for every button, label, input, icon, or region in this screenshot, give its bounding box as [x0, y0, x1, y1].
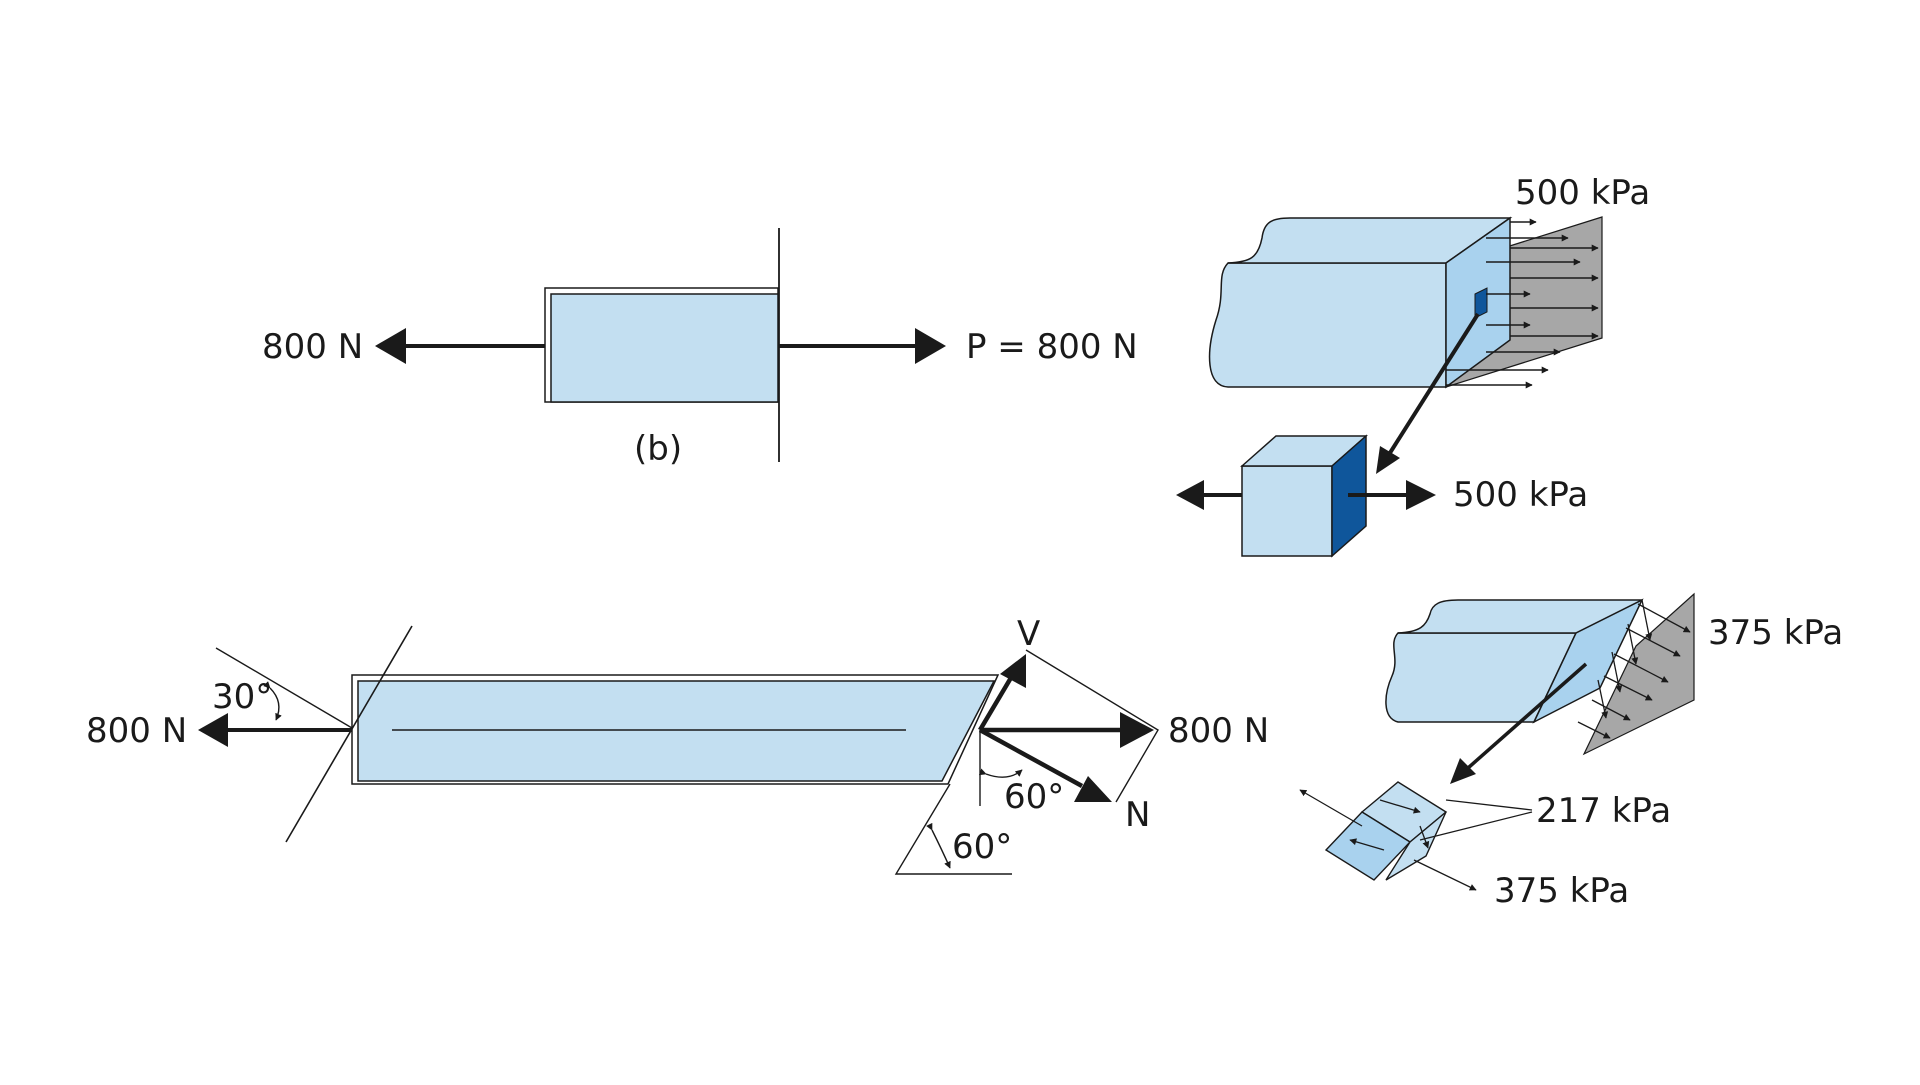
- inclined-bar-top: [1397, 599, 1643, 634]
- cut-angle-label: 30°: [212, 677, 272, 717]
- left-force-arrow-bottom: [198, 713, 352, 747]
- resultant-force-arrow: [980, 712, 1154, 748]
- left-force-arrow: [375, 328, 545, 364]
- inclined-cut-panel: 800 N 30° 800 N V N 60° 60°: [86, 614, 1269, 875]
- inclined-stress-arrows: [1577, 599, 1691, 739]
- element-pointer-arrow: [1376, 312, 1480, 474]
- angle-arc-60-plane: [926, 822, 951, 869]
- figure-caption: (b): [634, 429, 682, 469]
- angle-arc-60-force: [978, 768, 1023, 778]
- element-stress-label: 500 kPa: [1453, 475, 1588, 515]
- bar-top-face: [1227, 217, 1513, 264]
- bar-body: [550, 293, 779, 403]
- inclined-bar-front: [1385, 632, 1578, 723]
- left-force-label-bottom: 800 N: [86, 711, 187, 751]
- force-angle-label: 60°: [1004, 777, 1064, 817]
- angle-arc-30: [263, 681, 282, 721]
- rotated-element-stress-arrows: [1299, 789, 1477, 891]
- left-cut-plane: [285, 625, 413, 843]
- inclined-element-pointer: [1450, 662, 1588, 784]
- normal-force-arrow: [978, 728, 1112, 802]
- normal-force-label: N: [1125, 795, 1150, 835]
- element-right-arrow: [1348, 480, 1436, 510]
- element-cube-front: [1241, 465, 1333, 557]
- element-left-arrow: [1176, 480, 1242, 510]
- resultant-force-label: 800 N: [1168, 711, 1269, 751]
- force-triangle-outline: [1025, 649, 1159, 803]
- right-force-label: P = 800 N: [966, 327, 1138, 367]
- inclined-stress-panel: 375 kPa 217 kPa 375 kPa: [1299, 592, 1843, 911]
- shear-stress-label: 217 kPa: [1536, 791, 1671, 831]
- left-reference-line: [215, 647, 353, 729]
- surface-stress-label: 500 kPa: [1515, 173, 1650, 213]
- inclined-bar-body: [357, 680, 996, 782]
- shear-force-arrow: [978, 654, 1026, 732]
- stress-arrows: [1446, 218, 1599, 389]
- shear-force-label: V: [1017, 614, 1040, 654]
- stress-block-panel: 500 kPa 500 kPa: [1176, 173, 1650, 558]
- plane-angle-label: 60°: [952, 827, 1012, 867]
- axial-bar-panel: 800 N P = 800 N (b): [262, 228, 1138, 469]
- rotated-element-side: [1385, 811, 1447, 881]
- inclined-surface-stress-label: 375 kPa: [1708, 613, 1843, 653]
- normal-stress-label: 375 kPa: [1494, 871, 1629, 911]
- plane-angle-triangle: [894, 783, 1012, 875]
- bar-front-face: [1208, 262, 1447, 388]
- shear-leader-lines: [1419, 799, 1533, 841]
- right-force-arrow: [779, 328, 946, 364]
- left-force-label: 800 N: [262, 327, 363, 367]
- small-element-marker: [1474, 287, 1488, 319]
